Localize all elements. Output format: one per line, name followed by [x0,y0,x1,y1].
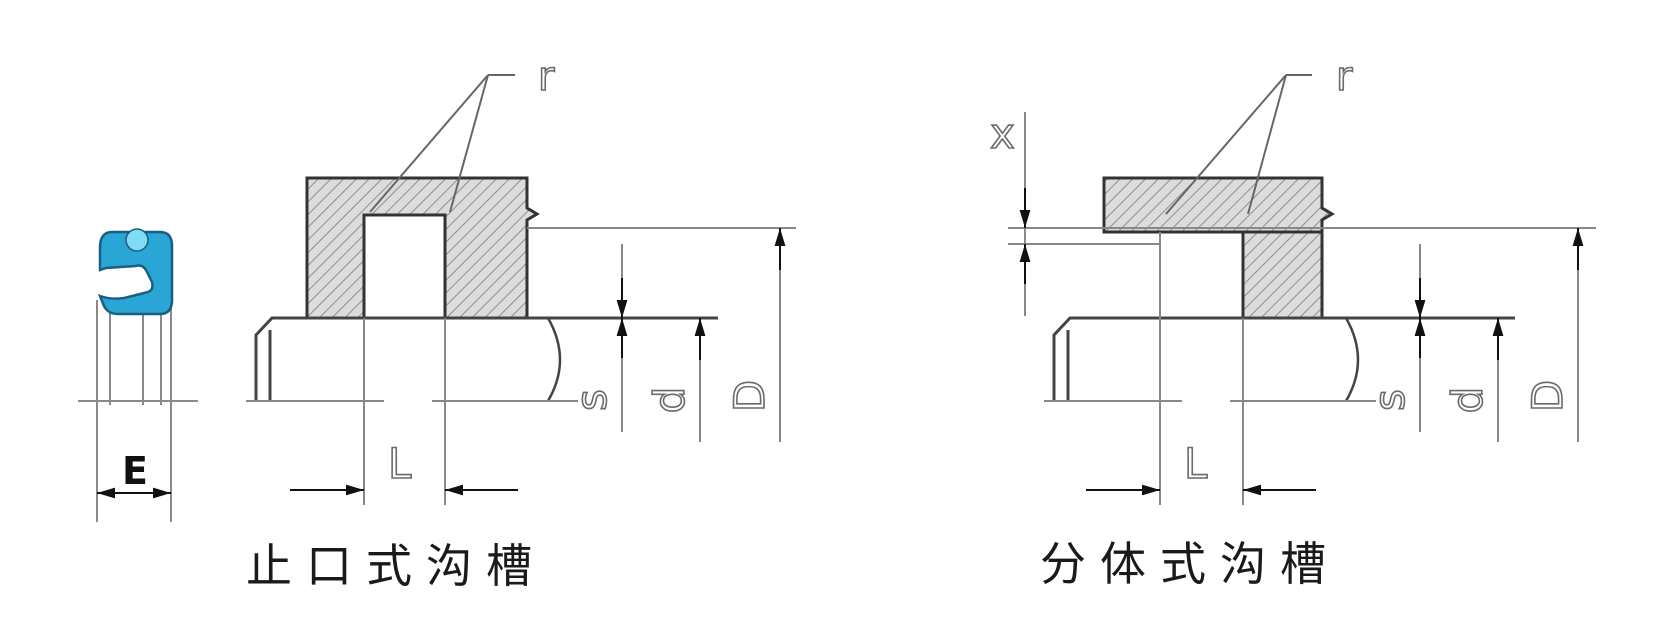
split-x-label: x [990,109,1015,158]
split-groove-caption: 分体式沟槽 [1040,537,1340,591]
split-D-label: D [1523,380,1572,412]
seal-energizer-ring [125,228,149,252]
stepped-vertical-dimensions [616,228,786,360]
stepped-housing [305,176,540,320]
split-shaft [1052,316,1515,402]
stepped-s-label: s [567,389,616,411]
split-groove: x r L s d D [989,53,1596,505]
split-radius-label: r [1336,54,1353,100]
stepped-shaft [254,316,718,402]
split-vertical-dimensions [1414,228,1584,360]
stepped-d-label: d [645,387,694,414]
stepped-radius-leader [369,74,515,213]
seal-cross-section [97,230,174,316]
seal-dimension-e: E [97,449,171,499]
seal-profile: E [78,228,198,522]
seal-e-label: E [122,449,148,493]
split-housing-block [1241,230,1324,320]
split-d-label: d [1443,387,1492,414]
split-length-label: L [1184,439,1208,488]
stepped-groove: r L s d D [246,53,796,505]
split-radius-leader [1165,74,1312,215]
seal-extension-lines [78,300,198,522]
stepped-D-label: D [725,380,774,412]
stepped-groove-caption: 止口式沟槽 [246,539,546,593]
stepped-length-label: L [388,439,412,488]
stepped-radius-label: r [538,54,555,100]
split-housing-plate [1102,176,1335,234]
split-s-label: s [1365,389,1414,411]
